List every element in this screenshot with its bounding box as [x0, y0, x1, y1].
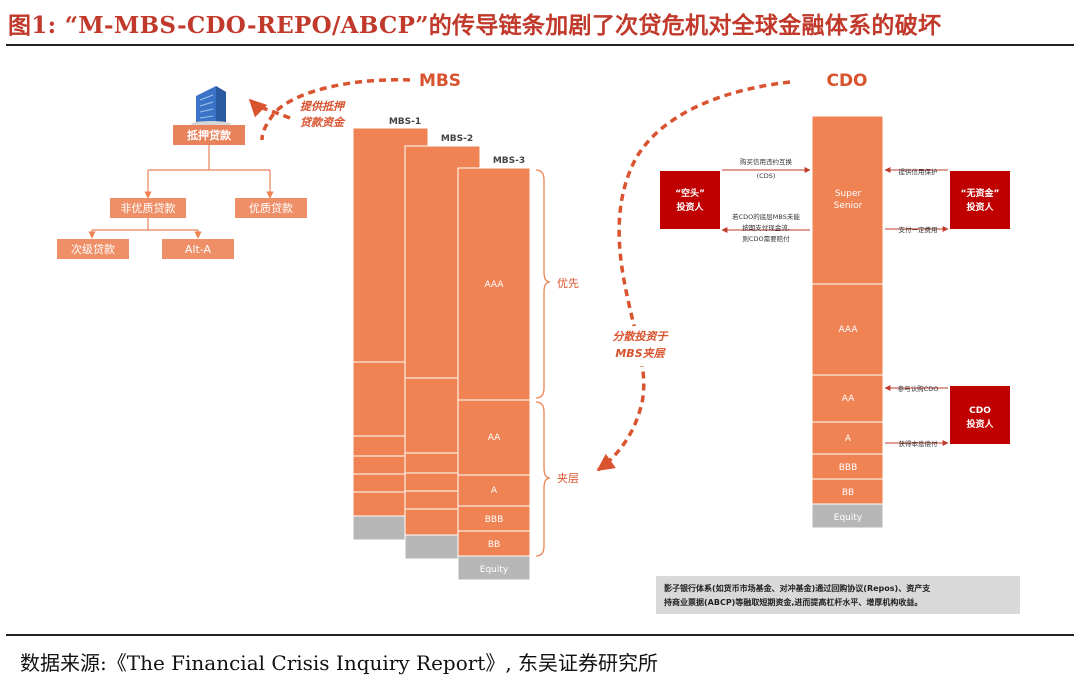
cdo-investor-label-2: 投资人 — [966, 418, 994, 430]
senior-label: 优先 — [557, 277, 579, 290]
cdo-investment-arrow — [596, 80, 791, 472]
alta-loan-label: Alt-A — [185, 243, 212, 256]
mbs-3-stack — [457, 167, 531, 581]
short-investor-label-2: 投资人 — [676, 201, 704, 213]
subprime-loan-label: 次级贷款 — [71, 242, 115, 256]
mbs-3-a — [457, 474, 531, 507]
short-investor-box — [660, 171, 720, 229]
alta-loan-box — [162, 239, 234, 259]
cdo-bbb-label: BBB — [839, 463, 858, 473]
mbs-3-aa — [457, 399, 531, 476]
mbs-aaa-label: AAA — [485, 280, 505, 290]
payout-label-3: 则CDO需要赔付 — [742, 234, 790, 243]
nonprime-loan-box — [110, 198, 186, 218]
unfunded-investor-label-2: 投资人 — [966, 201, 994, 213]
cdo-a — [811, 421, 884, 455]
unfunded-investor-label-1: “无资金” — [961, 187, 1000, 199]
cdo-equity — [811, 503, 884, 529]
cdo-aaa — [811, 283, 884, 376]
source-note: 数据来源:《The Financial Crisis Inquiry Repor… — [20, 651, 659, 675]
tree-connectors — [88, 145, 274, 239]
note-line-1: 影子银行体系(如货币市场基金、对冲基金)通过回购协议(Repos)、资产支 — [664, 583, 931, 593]
unfunded-investor-box — [950, 171, 1010, 229]
shadow-banking-note-box — [656, 576, 1020, 614]
cdo-aa — [811, 374, 884, 423]
mortgage-loan-box — [173, 125, 245, 145]
prime-loan-box — [235, 198, 307, 218]
short-investor-label-1: “空头” — [675, 187, 705, 199]
fee-label: 支付一定费用 — [899, 225, 938, 234]
mbs-3-label: MBS-3 — [493, 156, 525, 166]
mbs-a-label: A — [491, 486, 498, 496]
cdo-aa-label: AA — [842, 394, 855, 404]
mbs-bb-label: BB — [488, 540, 500, 550]
mezzanine-brace — [535, 401, 551, 557]
cds-buy-label-1: 购买信用违约互换 — [740, 157, 793, 166]
cdo-investor-box — [950, 386, 1010, 444]
cdo-equity-label: Equity — [834, 513, 863, 523]
mbs-3-equity — [457, 555, 531, 581]
prime-loan-label: 优质贷款 — [249, 201, 293, 215]
title-rule — [6, 44, 1074, 46]
mbs-funding-arrow — [260, 78, 411, 141]
mortgage-loan-label: 抵押贷款 — [187, 128, 232, 142]
cdo-senior-label: Senior — [834, 201, 863, 211]
cdo-a-label: A — [845, 434, 852, 444]
cdo-investment-label-1: 分散投资于 — [613, 330, 670, 343]
source-rule — [6, 634, 1074, 636]
mbs-equity-label: Equity — [480, 565, 509, 575]
payout-label-2: 按期支付现金流, — [742, 223, 790, 232]
mbs-aa-label: AA — [488, 433, 501, 443]
mbs-funding-label-1: 提供抵押 — [300, 100, 346, 113]
mbs-2-label: MBS-2 — [441, 134, 473, 144]
note-line-2: 持商业票据(ABCP)等融取短期资金,进而提高杠杆水平、增厚机构收益。 — [664, 597, 922, 607]
interest-label: 获得本息偿付 — [899, 439, 939, 448]
mbs-1-label: MBS-1 — [389, 117, 421, 127]
mbs-bbb-label: BBB — [485, 515, 504, 525]
mbs-header: MBS — [419, 71, 461, 91]
cds-buy-label-2: (CDS) — [757, 172, 776, 180]
cdo-super-senior — [811, 115, 884, 285]
cdo-investor-label-1: CDO — [969, 406, 991, 416]
mbs-3-aaa — [457, 167, 531, 401]
nonprime-loan-label: 非优质贷款 — [121, 201, 176, 215]
office-building-icon — [191, 86, 231, 127]
senior-brace — [535, 169, 551, 399]
cdo-super-label: Super — [835, 189, 862, 199]
cdo-stack — [811, 115, 884, 529]
credit-protect-label: 提供信用保护 — [899, 167, 938, 176]
payout-label-1: 若CDO的底层MBS未能 — [732, 212, 800, 221]
figure-title: 图1: “M-MBS-CDO-REPO/ABCP”的传导链条加剧了次贷危机对全球… — [8, 12, 942, 39]
cdo-aaa-label: AAA — [839, 325, 859, 335]
mezzanine-label: 夹层 — [557, 472, 579, 485]
cdo-header: CDO — [826, 71, 867, 91]
mbs-3-bbb — [457, 505, 531, 532]
mbs-funding-label-2: 贷款资金 — [300, 116, 346, 129]
mbs-3-bb — [457, 530, 531, 557]
cdo-bb-label: BB — [842, 488, 854, 498]
cdo-bb — [811, 478, 884, 505]
subscribe-label: 参与认购CDO — [898, 384, 939, 393]
cdo-investment-label-2: MBS夹层 — [615, 347, 666, 360]
cdo-bbb — [811, 453, 884, 480]
subprime-loan-box — [57, 239, 129, 259]
